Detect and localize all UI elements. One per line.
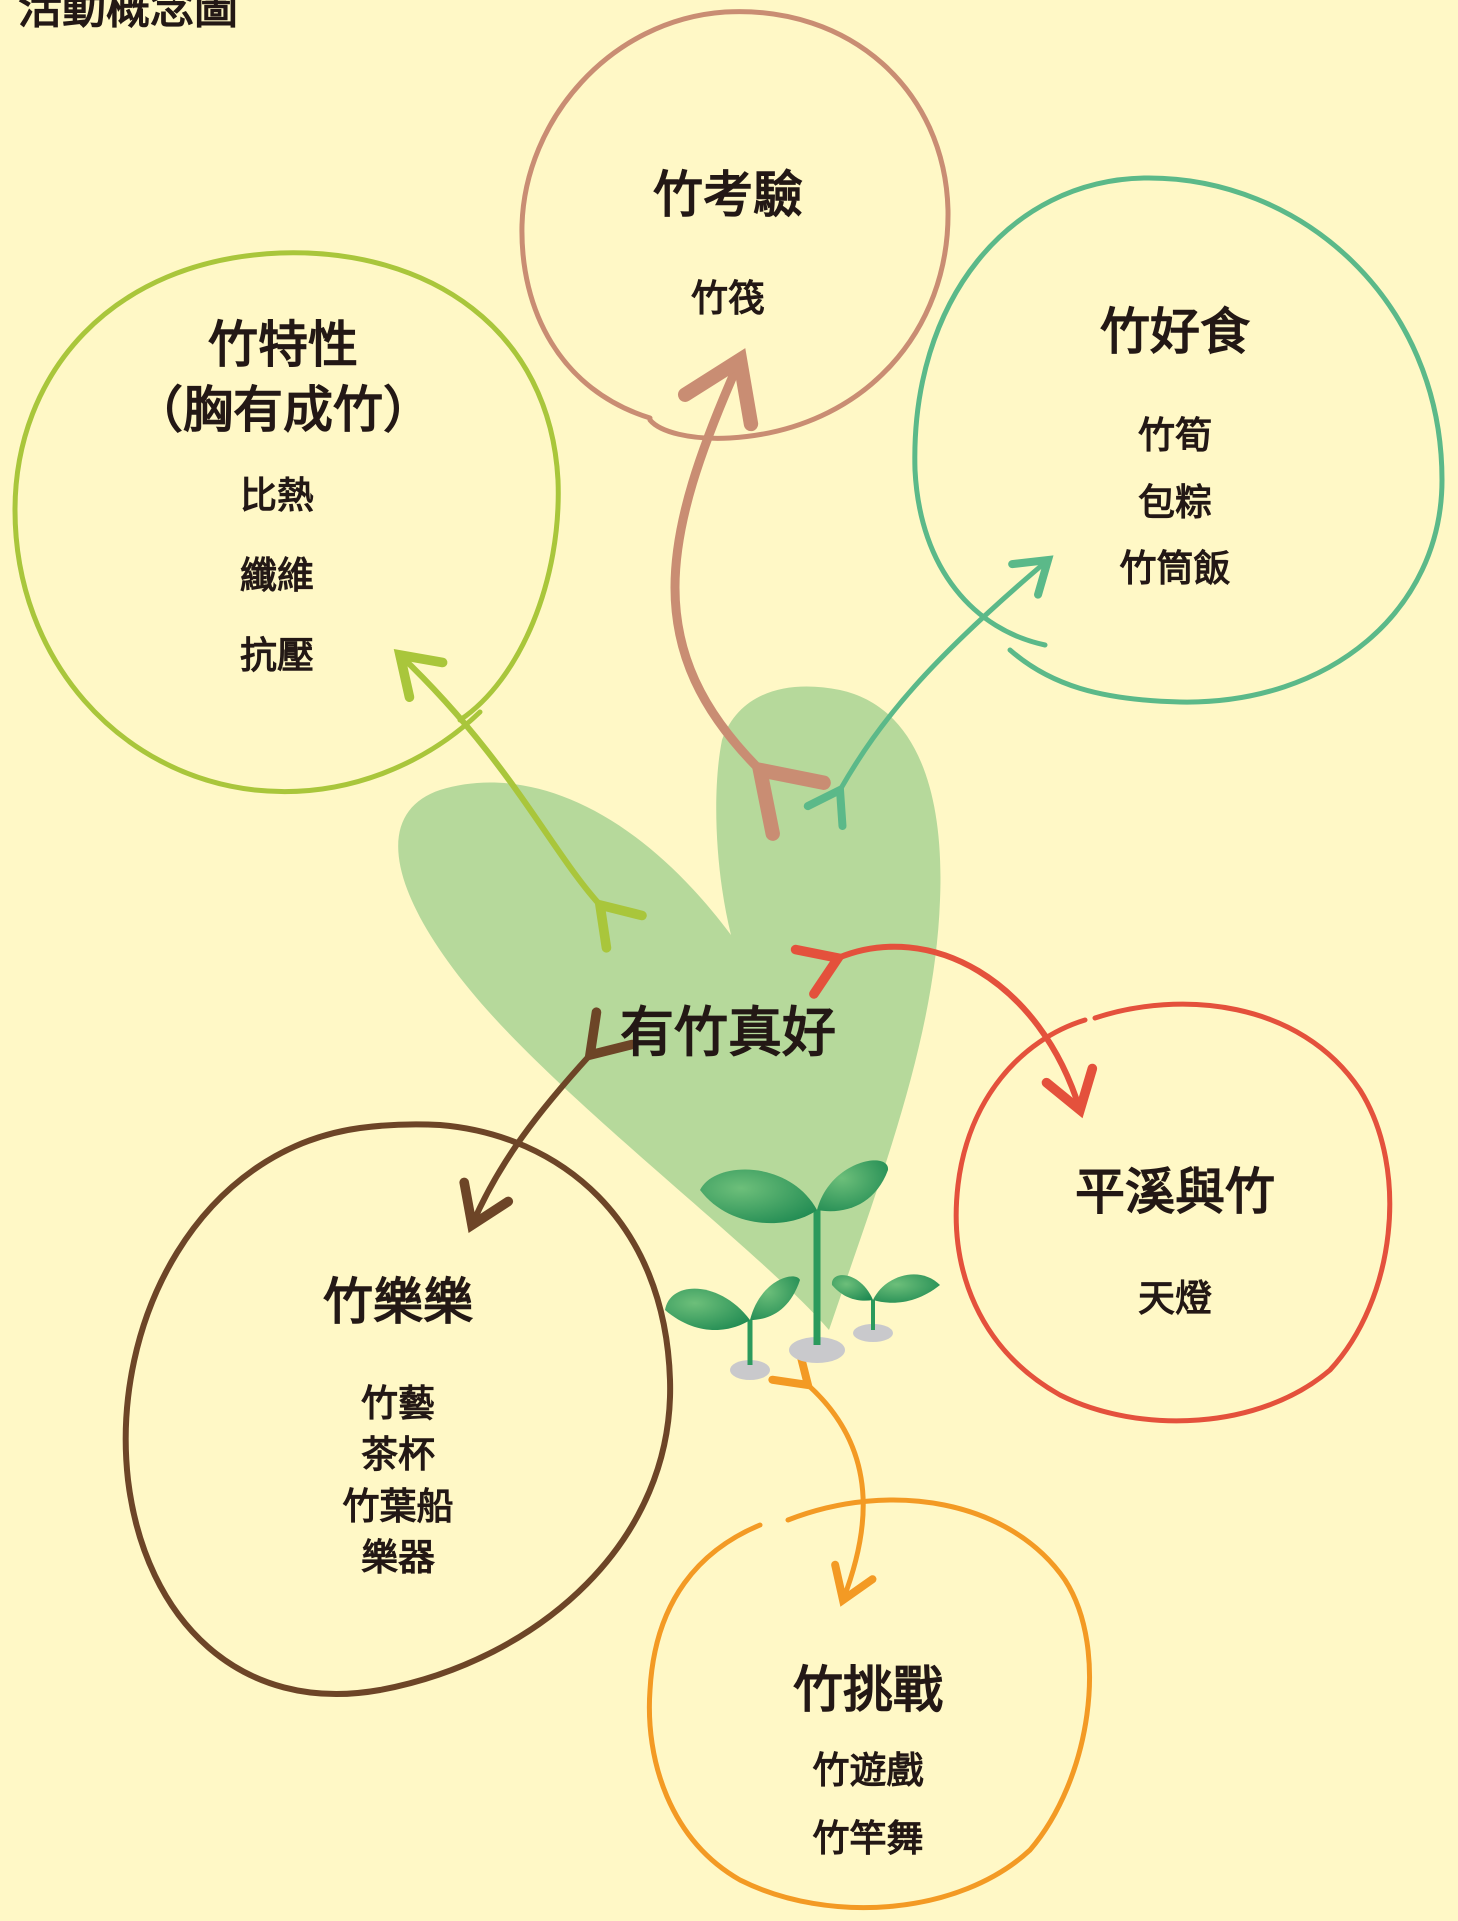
arrow-bamboo-challenge: [768, 1346, 877, 1607]
node-title-pingxi: 平溪與竹: [1075, 1162, 1275, 1221]
node-title-bamboo-food: 竹好食: [1100, 302, 1250, 361]
sprouts-icon: [665, 1160, 940, 1380]
circle-bamboo-food: [912, 175, 1445, 705]
node-item: 竹藝: [361, 1382, 435, 1425]
node-item: 樂器: [361, 1536, 435, 1579]
node-item: 包粽: [1138, 481, 1212, 524]
node-item: 茶杯: [361, 1433, 435, 1476]
arrow-bamboo-traits: [393, 649, 647, 953]
node-item: 竹筏: [691, 277, 765, 320]
node-item: 竹筒飯: [1119, 547, 1231, 590]
node-item: 纖維: [240, 554, 314, 597]
circle-bamboo-traits: [12, 250, 561, 794]
node-item: 抗壓: [240, 634, 314, 677]
arrow-bamboo-food: [803, 555, 1054, 830]
node-title-bamboo-challenge: 竹挑戰: [793, 1660, 943, 1719]
node-title-bamboo-test: 竹考驗: [653, 165, 803, 224]
node-item: 比熱: [240, 474, 314, 517]
node-item: 竹葉船: [342, 1485, 454, 1528]
circle-pingxi: [953, 1001, 1393, 1424]
node-item: 竹筍: [1138, 414, 1212, 457]
node-item: 竹遊戲: [812, 1749, 924, 1792]
node-item: 竹竿舞: [812, 1817, 924, 1860]
node-item: 天燈: [1138, 1277, 1212, 1320]
arrow-bamboo-test: [670, 348, 831, 841]
circle-bamboo-challenge: [646, 1497, 1092, 1911]
circle-bamboo-fun: [122, 1121, 674, 1697]
arrow-pingxi: [790, 943, 1098, 1119]
page-title: 活動概念圖: [18, 0, 238, 34]
arrow-bamboo-fun: [459, 1007, 637, 1233]
node-title-bamboo-fun: 竹樂樂: [323, 1272, 473, 1331]
node-title-bamboo-traits: 竹特性: [208, 315, 358, 374]
node-subtitle-bamboo-traits: （胸有成竹）: [133, 380, 433, 439]
center-label: 有竹真好: [620, 1000, 836, 1064]
